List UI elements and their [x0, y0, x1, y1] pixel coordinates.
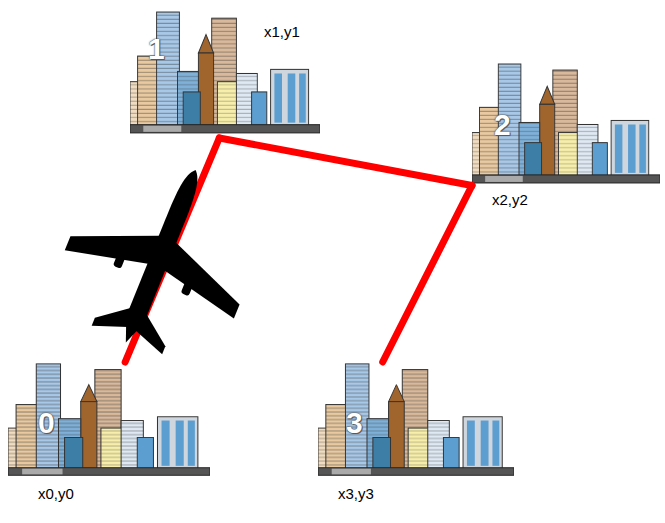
- city-number: 2: [494, 110, 511, 140]
- city-number: 3: [346, 408, 363, 438]
- coordinate-label: x0,y0: [36, 486, 76, 503]
- city-number: 0: [38, 408, 55, 438]
- coordinate-label: x2,y2: [490, 192, 530, 209]
- flight-route: [383, 185, 472, 362]
- coordinate-label: x3,y3: [336, 486, 376, 503]
- city-node: 2x2,y2: [472, 62, 660, 188]
- city-number: 1: [148, 34, 165, 64]
- coordinate-label: x1,y1: [262, 24, 302, 41]
- city-node: 1 x1,y1: [130, 10, 320, 138]
- city-node: 3x3,y3: [318, 362, 514, 480]
- flight-route: [219, 138, 472, 185]
- city-node: 0x0,y0: [8, 362, 210, 480]
